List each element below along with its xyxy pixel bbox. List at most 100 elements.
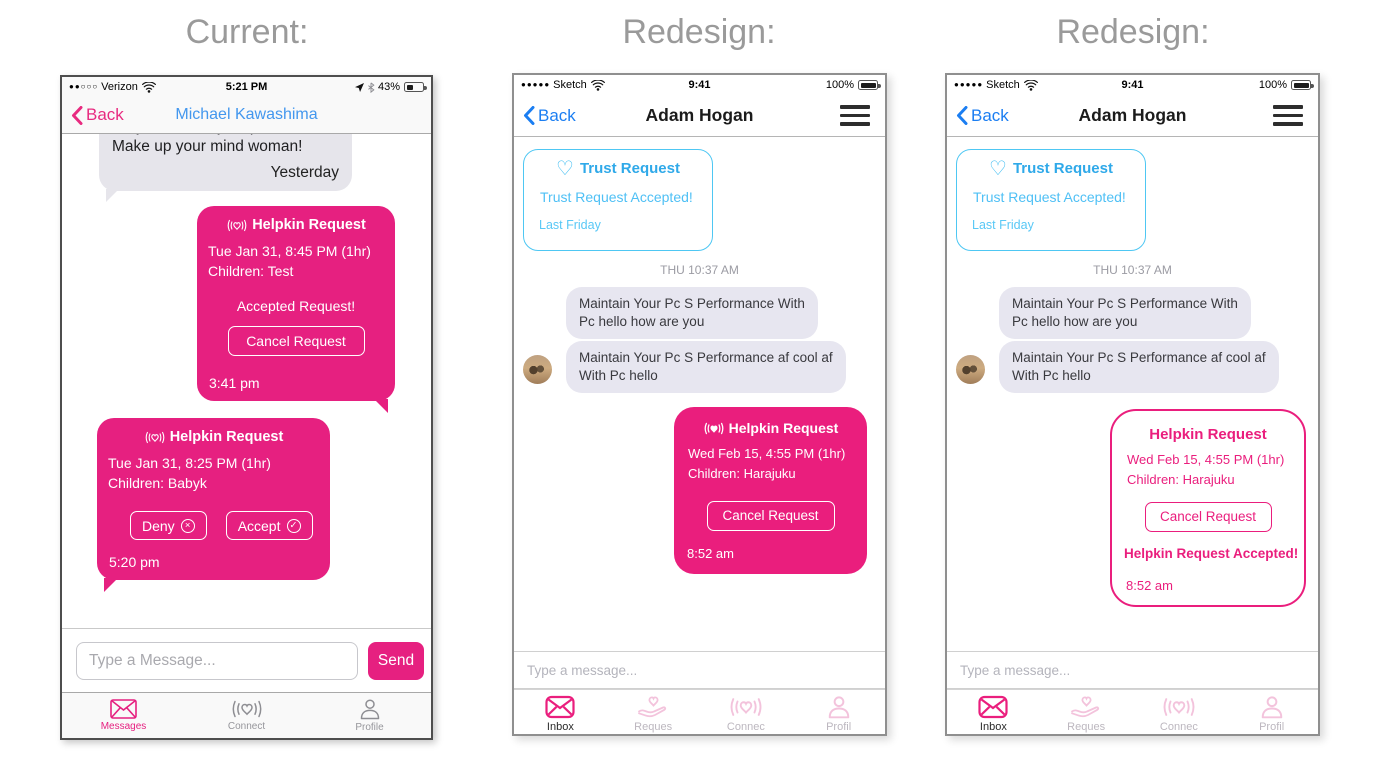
- wifi-icon: [1023, 79, 1038, 91]
- carrier-label: Sketch: [986, 79, 1020, 91]
- request-title: Helpkin Request: [1149, 426, 1267, 443]
- received-message-bubble: Maintain Your Pc S Performance With Pc h…: [999, 287, 1251, 339]
- tab-label: Connec: [1159, 721, 1198, 733]
- contact-name: Adam Hogan: [1078, 105, 1187, 125]
- chevron-left-icon: [957, 106, 968, 125]
- request-children: Children: Harajuku: [1127, 472, 1235, 487]
- tab-profile[interactable]: Profil: [792, 690, 885, 734]
- request-time: 5:20 pm: [109, 554, 160, 570]
- bubble-tail: [374, 399, 388, 413]
- message-text: Pc hello how are you: [579, 314, 705, 329]
- tab-messages[interactable]: Messages: [62, 693, 185, 738]
- request-children: Children: Babyk: [108, 475, 207, 491]
- profile-person-icon: [1261, 695, 1282, 718]
- trust-title: Trust Request: [579, 160, 680, 177]
- contact-name: Adam Hogan: [645, 105, 754, 125]
- tab-label: Inbox: [979, 721, 1007, 733]
- cancel-request-button[interactable]: Cancel Request: [227, 326, 365, 356]
- composer: Type a Message... Send: [62, 628, 431, 692]
- tab-label: Connec: [726, 721, 765, 733]
- tab-connect[interactable]: Connec: [1133, 690, 1226, 734]
- tab-requests[interactable]: Reques: [607, 690, 700, 734]
- menu-icon[interactable]: [1273, 105, 1303, 126]
- bubble-tail: [106, 189, 119, 202]
- status-time: 9:41: [1121, 79, 1144, 91]
- avatar: [523, 355, 552, 384]
- nav-bar: Back Michael Kawashima: [62, 97, 431, 134]
- tab-inbox[interactable]: Inbox: [514, 690, 607, 734]
- helpkin-request-bubble-pending: Helpkin Request Tue Jan 31, 8:25 PM (1hr…: [97, 418, 330, 592]
- tab-label: Messages: [100, 721, 147, 732]
- trust-status: Trust Request Accepted!: [540, 189, 693, 205]
- connect-signal-heart-icon: [1163, 698, 1195, 716]
- contact-name: Michael Kawashima: [175, 106, 318, 123]
- message-input[interactable]: Type a message...: [527, 662, 638, 678]
- helpkin-logo-icon: [704, 422, 724, 434]
- request-date: Tue Jan 31, 8:45 PM (1hr): [208, 243, 371, 259]
- request-time: 3:41 pm: [209, 375, 260, 391]
- helpkin-request-bubble-accepted: Helpkin Request Tue Jan 31, 8:45 PM (1hr…: [197, 206, 395, 413]
- battery-icon: [404, 82, 427, 92]
- accept-button[interactable]: Accept✓: [225, 511, 313, 540]
- tab-label: Profil: [826, 721, 852, 733]
- battery-percent: 43%: [377, 81, 400, 93]
- wifi-icon: [141, 81, 156, 93]
- connect-signal-heart-icon: [232, 700, 261, 718]
- back-label: Back: [971, 105, 1009, 125]
- phone-redesign-1: ●●●●● Sketch 9:41 100% Back Adam Hogan ♡…: [512, 73, 887, 736]
- trust-request-card: ♡Trust Request Trust Request Accepted! L…: [523, 149, 713, 251]
- tab-profile[interactable]: Profile: [308, 693, 431, 738]
- location-arrow-icon: [354, 82, 364, 92]
- message-text: With Pc hello: [1012, 368, 1091, 383]
- tab-profile[interactable]: Profil: [1225, 690, 1318, 734]
- chevron-left-icon: [72, 105, 83, 125]
- carrier-label: Verizon: [101, 81, 138, 93]
- cancel-request-button[interactable]: Cancel Request: [1144, 502, 1272, 532]
- message-text: Make up your mind woman!: [112, 138, 303, 155]
- back-button[interactable]: Back: [523, 106, 576, 126]
- status-bar: ●●●●● Sketch 9:41 100%: [514, 75, 885, 95]
- send-button[interactable]: Send: [368, 641, 424, 680]
- day-divider: THU 10:37 AM: [660, 263, 739, 277]
- menu-icon[interactable]: [840, 105, 870, 126]
- request-accepted-status: Helpkin Request Accepted!: [1124, 546, 1299, 561]
- cancel-request-button[interactable]: Cancel Request: [706, 501, 835, 531]
- envelope-icon: [110, 699, 137, 719]
- x-circle-icon: ×: [180, 518, 195, 533]
- tab-inbox[interactable]: Inbox: [947, 690, 1040, 734]
- received-message-bubble: Maintain Your Pc S Performance af cool a…: [566, 341, 846, 393]
- back-button[interactable]: Back: [956, 106, 1009, 126]
- message-input[interactable]: Type a Message...: [76, 641, 358, 680]
- composer: Type a message...: [947, 651, 1318, 689]
- nav-bar: Back Adam Hogan: [947, 95, 1318, 137]
- tab-requests[interactable]: Reques: [1040, 690, 1133, 734]
- request-title: Helpkin Request: [252, 217, 366, 233]
- trust-request-card: ♡Trust Request Trust Request Accepted! L…: [956, 149, 1146, 251]
- heart-outline-icon: ♡: [989, 157, 1007, 180]
- deny-button[interactable]: Deny×: [130, 511, 207, 540]
- bubble-tail: [104, 578, 118, 592]
- connect-signal-heart-icon: [730, 698, 762, 716]
- tab-connect[interactable]: Connec: [700, 690, 793, 734]
- profile-person-icon: [828, 695, 849, 718]
- message-input[interactable]: Type a message...: [960, 662, 1071, 678]
- column-title-current: Current:: [185, 13, 309, 51]
- back-button[interactable]: Back: [71, 105, 124, 125]
- tab-bar: Inbox Reques Connec Profil: [514, 689, 885, 734]
- tab-label: Inbox: [546, 721, 574, 733]
- chevron-left-icon: [524, 106, 535, 125]
- avatar: [956, 355, 985, 384]
- phone-redesign-2: ●●●●● Sketch 9:41 100% Back Adam Hogan ♡…: [945, 73, 1320, 736]
- status-time: 9:41: [688, 79, 711, 91]
- message-text: Do you need my help or not.: [112, 134, 339, 137]
- message-text: Pc hello how are you: [1012, 314, 1138, 329]
- tab-connect[interactable]: Connect: [185, 693, 308, 738]
- battery-icon: [1291, 80, 1314, 90]
- back-label: Back: [538, 105, 576, 125]
- hand-heart-icon: [1071, 696, 1100, 718]
- trust-title: Trust Request: [1012, 160, 1113, 177]
- profile-person-icon: [360, 698, 379, 719]
- message-text: Maintain Your Pc S Performance af cool a…: [579, 350, 833, 365]
- inbox-envelope-icon: [978, 695, 1008, 719]
- message-text: Maintain Your Pc S Performance af cool a…: [1012, 350, 1266, 365]
